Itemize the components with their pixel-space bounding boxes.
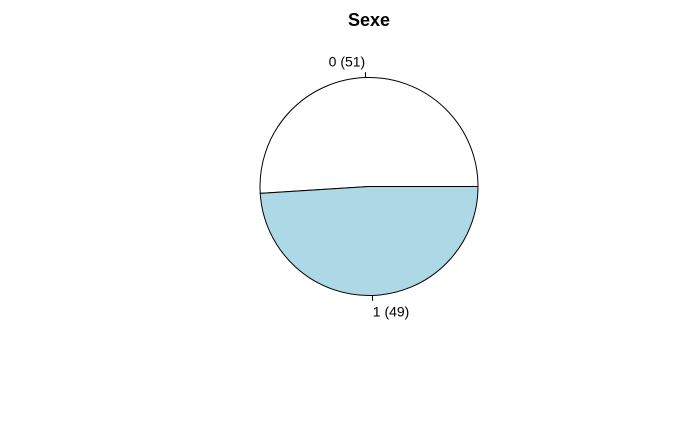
pie-slice-0 [259, 77, 479, 194]
pie-labels: 0 (51) 1 (49) [329, 54, 410, 320]
chart-title: Sexe [348, 10, 390, 30]
pie-slices [259, 77, 479, 296]
pie-label-0: 0 (51) [329, 54, 366, 70]
pie-label-1: 1 (49) [373, 303, 410, 319]
pie-slice-1 [259, 186, 479, 296]
